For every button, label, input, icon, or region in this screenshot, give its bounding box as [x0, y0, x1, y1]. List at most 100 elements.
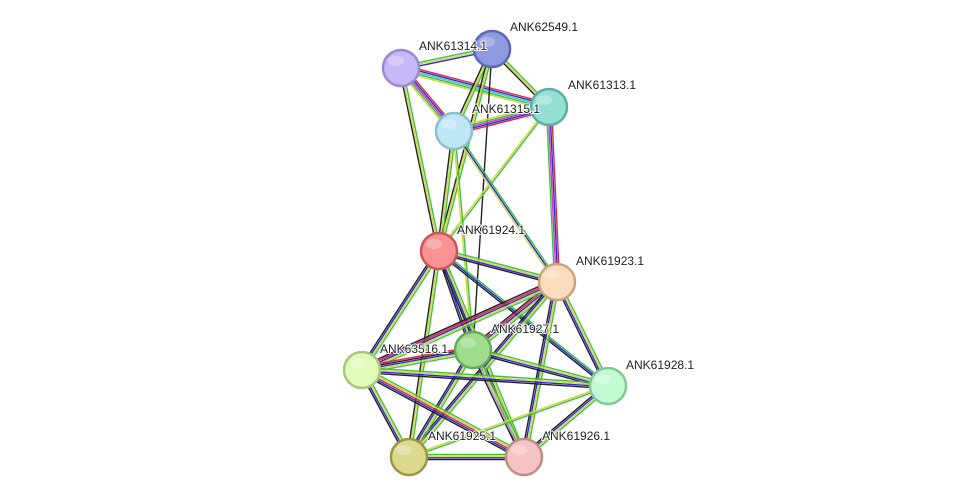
edge-channel-yellow	[451, 131, 557, 284]
node-ank61315-1[interactable]	[434, 111, 474, 151]
edge-channel-yellow	[409, 349, 475, 459]
edge-channel-yellow	[437, 105, 550, 252]
edge-channel-blue	[360, 370, 524, 460]
edge-ank61927-1-ank61926-1[interactable]	[469, 348, 528, 459]
node-circle[interactable]	[453, 330, 493, 370]
node-ank63516-1[interactable]	[342, 350, 382, 390]
node-circle[interactable]	[537, 262, 577, 302]
edge-channel-yellow	[361, 282, 559, 373]
node-circle[interactable]	[419, 231, 459, 271]
edge-channel-yellow	[473, 348, 526, 458]
nodes-layer	[342, 29, 628, 477]
edge-channel-green	[361, 366, 609, 385]
edge-ank61928-1-ank61925-1[interactable]	[408, 384, 609, 459]
edge-channel-green	[409, 250, 442, 458]
node-circle[interactable]	[389, 437, 429, 477]
node-label-ank63516-1: ANK63516.1	[380, 342, 448, 356]
edge-channel-red	[360, 279, 558, 370]
edge-channel-black	[469, 350, 523, 459]
edge-channel-blue	[361, 370, 609, 388]
edge-channel-black	[436, 130, 454, 252]
edge-ank61315-1-ank61924-1[interactable]	[436, 130, 457, 252]
edge-channel-red	[361, 369, 525, 458]
edge-ank61923-1-ank63516-1[interactable]	[359, 278, 560, 374]
edge-channel-yellow	[557, 280, 610, 387]
edge-channel-black	[437, 252, 558, 286]
edge-ank63516-1-ank61928-1[interactable]	[361, 366, 609, 390]
node-label-ank61925-1: ANK61925.1	[428, 429, 496, 443]
edge-channel-black	[554, 282, 607, 388]
node-ank61926-1[interactable]	[504, 437, 544, 477]
edge-ank63516-1-ank61926-1[interactable]	[359, 366, 527, 461]
node-label-ank61923-1: ANK61923.1	[576, 254, 644, 268]
edge-ank61315-1-ank61923-1[interactable]	[451, 129, 560, 284]
edge-channel-blue	[555, 281, 608, 388]
edge-ank61924-1-ank61923-1[interactable]	[437, 247, 559, 286]
edge-channel-green	[410, 282, 560, 460]
node-circle[interactable]	[588, 366, 628, 406]
edge-channel-green	[410, 350, 476, 460]
node-highlight	[536, 95, 552, 105]
node-ank61314-1[interactable]	[381, 48, 421, 88]
node-ank61313-1[interactable]	[529, 87, 569, 127]
node-ank61923-1[interactable]	[537, 262, 577, 302]
node-highlight	[511, 445, 527, 455]
edge-channel-green	[438, 247, 559, 281]
edge-channel-green	[558, 280, 611, 386]
edge-ank61927-1-ank61925-1[interactable]	[406, 347, 476, 460]
node-ank61928-1[interactable]	[588, 366, 628, 406]
node-ank62549-1[interactable]	[472, 29, 512, 69]
edge-channel-black	[406, 347, 472, 457]
edge-channel-yellow	[438, 249, 558, 282]
node-highlight	[441, 119, 457, 129]
node-label-ank62549-1: ANK62549.1	[510, 20, 578, 34]
edge-channel-green	[474, 348, 528, 457]
edge-channel-yellow	[472, 348, 609, 386]
edge-channel-black	[359, 278, 557, 368]
edge-channel-yellow	[361, 368, 609, 386]
edge-channel-green	[439, 130, 457, 252]
edge-ank61315-1-ank61927-1[interactable]	[452, 130, 475, 351]
node-circle[interactable]	[434, 111, 474, 151]
node-circle[interactable]	[504, 437, 544, 477]
edge-channel-green	[454, 129, 560, 282]
edge-channel-green	[401, 66, 442, 252]
edge-ank61314-1-ank61924-1[interactable]	[398, 66, 442, 253]
node-circle[interactable]	[529, 87, 569, 127]
edge-channel-blue	[549, 106, 559, 283]
edge-channel-green	[438, 106, 551, 253]
edge-ank62549-1-ank61927-1[interactable]	[472, 48, 493, 351]
edge-ank61924-1-ank63516-1[interactable]	[359, 248, 442, 373]
edge-ank61313-1-ank61923-1[interactable]	[545, 106, 561, 283]
edge-channel-magenta	[547, 106, 557, 283]
edge-channel-yellow	[400, 67, 440, 252]
edge-ank61923-1-ank61928-1[interactable]	[554, 280, 611, 388]
node-highlight	[595, 374, 611, 384]
edge-channel-yellow	[362, 367, 526, 457]
node-label-ank61928-1: ANK61928.1	[626, 358, 694, 372]
edge-channel-blue	[472, 350, 609, 388]
node-label-ank61315-1: ANK61315.1	[472, 102, 540, 116]
node-circle[interactable]	[342, 350, 382, 390]
edge-channel-yellow	[408, 384, 609, 457]
node-circle[interactable]	[381, 48, 421, 88]
node-ank61925-1[interactable]	[389, 437, 429, 477]
edge-channel-cyan	[400, 67, 550, 108]
edge-ank61313-1-ank61924-1[interactable]	[437, 105, 551, 253]
node-label-ank61924-1: ANK61924.1	[457, 223, 525, 237]
node-circle[interactable]	[472, 29, 512, 69]
edge-channel-red	[550, 106, 561, 283]
edge-ank61924-1-ank61925-1[interactable]	[406, 250, 442, 458]
edge-channel-black	[359, 248, 438, 370]
edge-channel-blue	[438, 251, 558, 284]
edge-channel-black	[359, 372, 524, 461]
edge-channel-black	[398, 67, 439, 253]
edge-channel-blue	[361, 281, 558, 371]
node-ank61924-1[interactable]	[419, 231, 459, 271]
node-highlight	[479, 37, 495, 47]
edge-channel-black	[520, 280, 556, 458]
node-label-ank61926-1: ANK61926.1	[542, 429, 610, 443]
edge-channel-yellow	[408, 250, 440, 458]
node-ank61927-1[interactable]	[453, 330, 493, 370]
